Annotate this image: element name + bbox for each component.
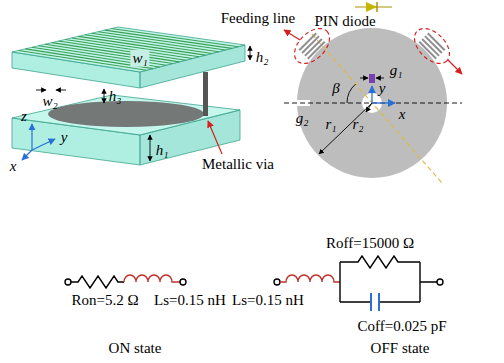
- pin-diode-symbol: [355, 2, 392, 12]
- axis-arrows: [22, 150, 32, 160]
- axis-arrows: [371, 86, 372, 103]
- dimension-label: h₃: [109, 88, 122, 105]
- part-label: Metallic via: [202, 156, 274, 173]
- grating-strips: [32, 47, 160, 67]
- dimension-label: r₁: [325, 116, 336, 133]
- state-caption: ON state: [109, 340, 162, 357]
- off-state-circuit: [274, 279, 280, 285]
- top-substrate: [12, 27, 245, 72]
- patch-disc: [369, 74, 375, 83]
- dimension-arrows: [319, 78, 384, 154]
- grating-strips: [39, 46, 167, 66]
- top-substrate: [12, 27, 245, 88]
- grating-strips: [45, 44, 173, 63]
- grating-strips: [25, 49, 153, 69]
- reference-lines: [347, 84, 356, 103]
- dimension-label: g₂: [296, 110, 309, 127]
- feeding-line: [419, 41, 437, 59]
- part-label: PIN diode: [314, 13, 375, 30]
- angle-label: β: [332, 80, 339, 97]
- inductor-symbol: [280, 275, 340, 282]
- resistor-symbol: [71, 276, 124, 288]
- dimension-label: h₂: [256, 49, 269, 66]
- axis-arrows: [31, 124, 32, 150]
- highlight-ellipse: [288, 22, 456, 70]
- grating-strips: [19, 50, 147, 70]
- on-state-circuit: [180, 279, 186, 285]
- component-value: Ls=0.15 nH: [154, 292, 226, 309]
- reference-lines: [284, 34, 462, 183]
- dimension-arrows: [250, 46, 251, 60]
- state-caption: OFF state: [371, 340, 430, 357]
- dimension-arrows: [36, 46, 250, 161]
- axis-label: z: [21, 108, 27, 125]
- reference-lines: [284, 103, 462, 104]
- component-value: Ls=0.15 nH: [232, 292, 304, 309]
- pin-diode-symbol: [366, 2, 377, 12]
- off-state-circuit: [437, 279, 443, 285]
- dimension-arrows: [150, 135, 151, 161]
- dimension-label: r₂: [352, 116, 363, 133]
- grating-strips: [19, 29, 239, 71]
- dimension-label: w₁: [130, 50, 149, 67]
- component-value: Roff=15000 Ω: [326, 235, 414, 252]
- pin-diode-symbol: [376, 2, 378, 12]
- leader-arrow: [284, 30, 300, 40]
- dimension-arrows: [56, 90, 66, 91]
- dimension-arrows: [360, 78, 368, 79]
- feeding-line: [299, 33, 446, 60]
- feeding-line: [307, 41, 325, 59]
- inductor-symbol: [124, 275, 180, 282]
- axis-label: y: [379, 80, 386, 97]
- component-value: Ron=5.2 Ω: [71, 292, 138, 309]
- axis-label: x: [399, 106, 406, 123]
- dimension-arrows: [319, 103, 372, 154]
- on-state-circuit: [65, 275, 186, 288]
- leader-arrow: [208, 121, 222, 154]
- highlight-ellipse: [408, 22, 456, 70]
- axis-arrows: [32, 139, 55, 150]
- leader-arrow: [284, 30, 462, 74]
- leader-arrow: [208, 121, 222, 154]
- axis-label: y: [61, 129, 68, 146]
- dimension-label: h₁: [156, 142, 169, 159]
- dimension-arrows: [376, 78, 384, 79]
- dimension-label: g₁: [390, 62, 403, 79]
- part-label: Feeding line: [221, 10, 296, 27]
- on-state-circuit: [65, 279, 71, 285]
- ground-disc: [48, 101, 204, 127]
- dimension-arrows: [104, 89, 105, 103]
- off-state-circuit: [340, 256, 437, 302]
- ground-disc: [48, 101, 204, 127]
- leader-arrow: [448, 60, 462, 74]
- dimension-arrows: [36, 90, 46, 91]
- dimension-label: w₂: [42, 93, 57, 110]
- capacitor-symbol: [371, 293, 379, 311]
- highlight-ellipse: [288, 22, 336, 70]
- axis-arrows: [22, 124, 55, 160]
- metallic-via: [203, 72, 208, 116]
- component-value: Coff=0.025 pF: [357, 318, 446, 335]
- dimension-arrows: [366, 103, 372, 112]
- axis-arrows: [372, 102, 395, 103]
- metallic-via: [203, 72, 208, 116]
- reference-lines: [312, 34, 442, 183]
- axis-label: x: [10, 158, 17, 175]
